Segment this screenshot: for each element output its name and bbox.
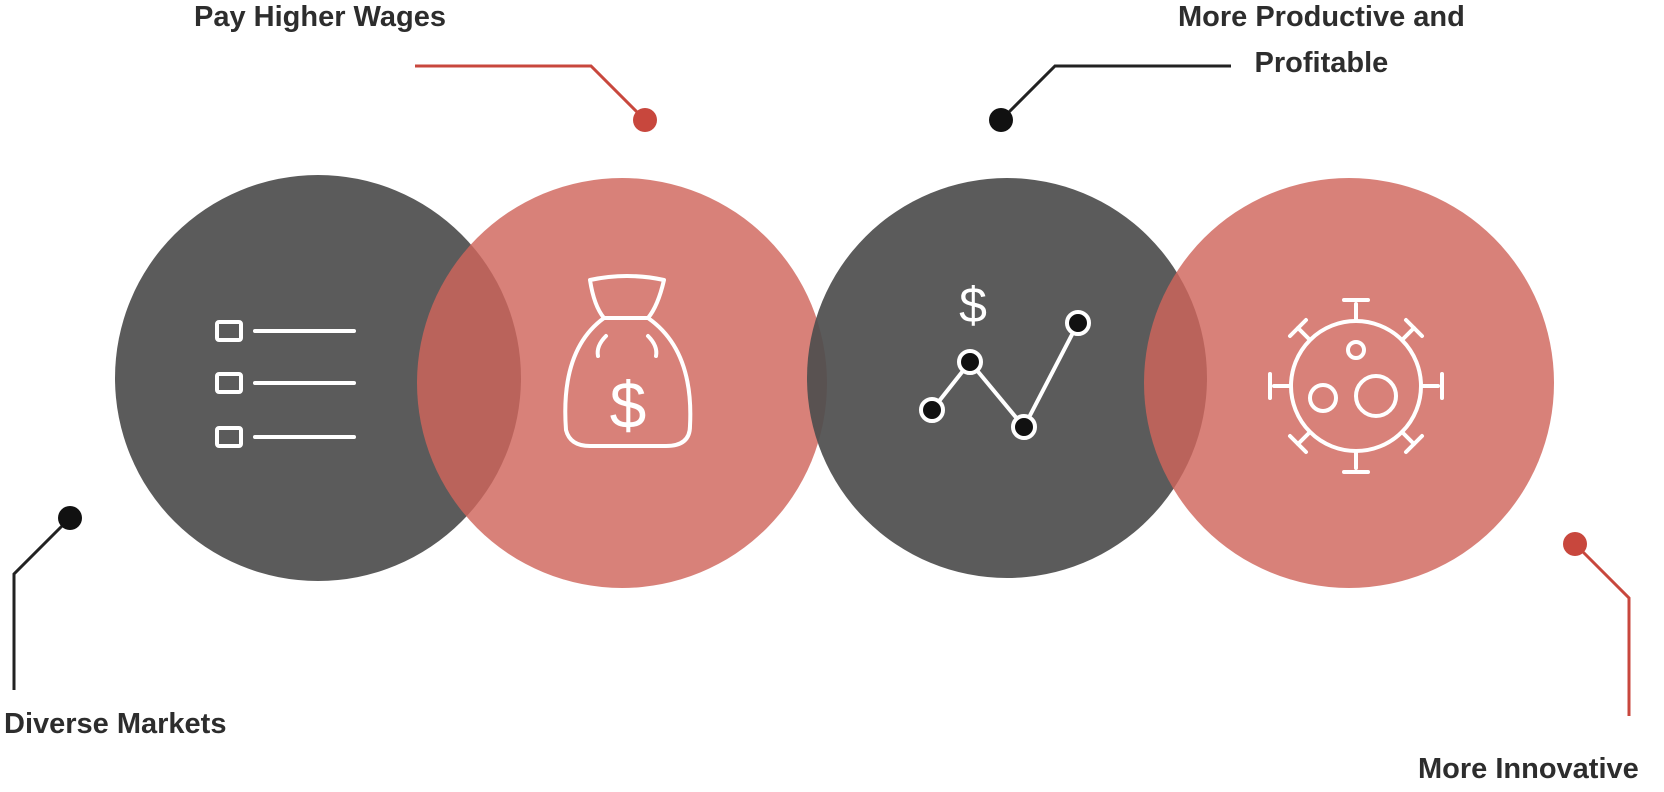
- label-more-productive: More Productive and Profitable: [1178, 0, 1465, 86]
- innovative-circle: [1144, 178, 1554, 588]
- productive-connector: [989, 64, 1231, 132]
- label-more-productive-line2: Profitable: [1254, 47, 1389, 79]
- label-diverse-markets: Diverse Markets: [4, 708, 227, 740]
- innovative-connector-dot: [1563, 532, 1587, 556]
- money-bag-icon: $: [563, 274, 693, 448]
- wages-connector: [415, 64, 657, 132]
- chart-point: [919, 397, 945, 423]
- markets-connector: [12, 506, 82, 690]
- productive-connector-dot: [989, 108, 1013, 132]
- markets-circle: [115, 175, 521, 581]
- productive-circle: [807, 178, 1207, 578]
- chart-point: [957, 349, 983, 375]
- chart-point: [1065, 310, 1091, 336]
- money-bag-dollar: $: [610, 368, 647, 442]
- growth-chart-icon: $: [919, 277, 1091, 440]
- markets-connector-dot: [58, 506, 82, 530]
- wages-connector-dot: [633, 108, 657, 132]
- virus-icon: [1268, 298, 1444, 474]
- label-more-productive-line1: More Productive and: [1178, 1, 1465, 33]
- innovative-connector: [1563, 532, 1631, 716]
- chart-point: [1011, 414, 1037, 440]
- growth-chart-dollar: $: [959, 277, 987, 333]
- label-pay-higher-wages: Pay Higher Wages: [194, 1, 446, 33]
- wages-circle: [417, 178, 827, 588]
- label-more-innovative: More Innovative: [1418, 753, 1639, 785]
- list-icon: [215, 320, 356, 448]
